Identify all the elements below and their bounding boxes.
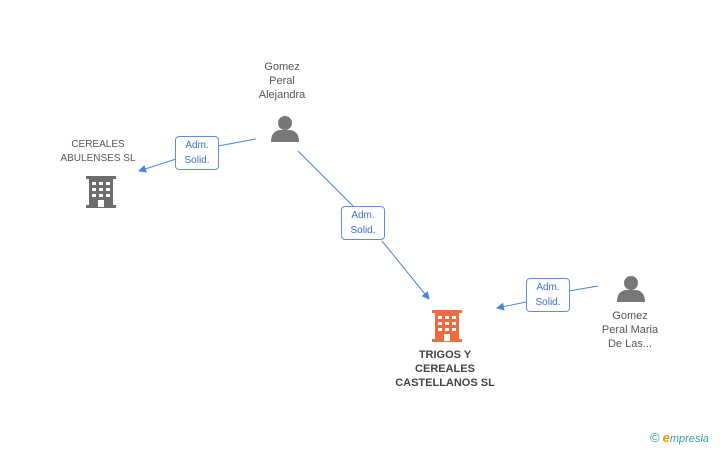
company-name-cereales-abulenses[interactable]: CEREALES ABULENSES SL bbox=[60, 139, 136, 164]
person-name-gomez-peral-maria[interactable]: Gomez Peral Maria De Las... bbox=[601, 310, 659, 350]
company-name-trigos-y-cereales[interactable]: TRIGOS Y CEREALES CASTELLANOS SL bbox=[395, 349, 495, 389]
building-icon-main[interactable] bbox=[432, 310, 462, 342]
edge-person1-to-abulenses bbox=[139, 138, 257, 171]
person-name-gomez-peral-alejandra[interactable]: Gomez Peral Alejandra bbox=[258, 61, 306, 101]
building-icon[interactable] bbox=[86, 176, 116, 208]
edge-label-adm-solid[interactable]: Adm. Solid. bbox=[341, 206, 385, 240]
person-icon[interactable] bbox=[617, 276, 645, 302]
empresia-logo: © empresia bbox=[650, 430, 709, 445]
edge-person2-to-main bbox=[497, 285, 599, 308]
brand-name: mpresia bbox=[669, 433, 710, 445]
person-icon[interactable] bbox=[271, 116, 299, 142]
edge-label-adm-solid[interactable]: Adm. Solid. bbox=[526, 278, 570, 312]
edge-person1-to-main bbox=[297, 150, 429, 299]
edge-label-adm-solid[interactable]: Adm. Solid. bbox=[175, 136, 219, 170]
brand-initial: e bbox=[662, 430, 670, 445]
copyright-symbol: © bbox=[650, 430, 660, 445]
